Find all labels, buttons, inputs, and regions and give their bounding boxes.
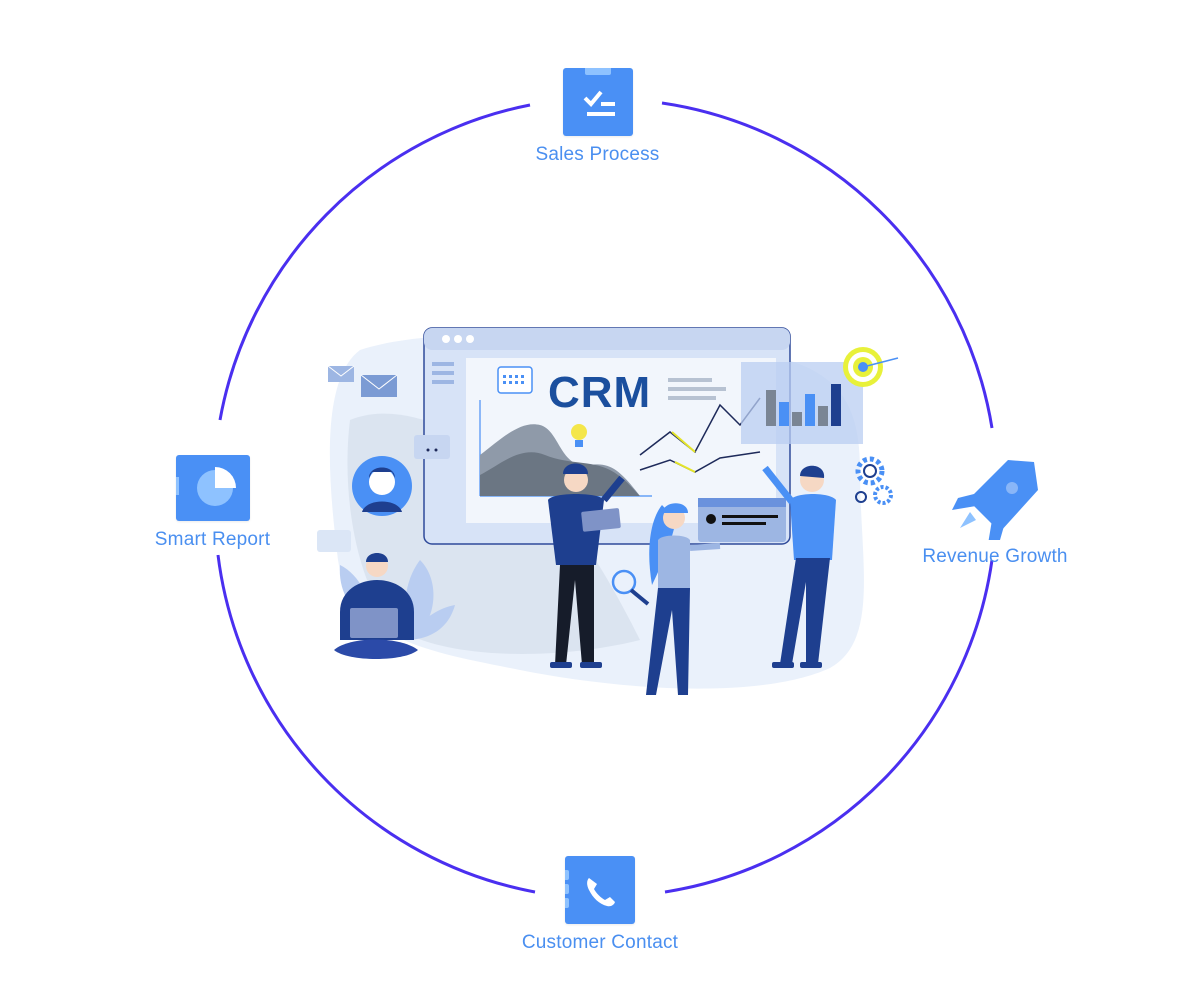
node-revenue-growth: Revenue Growth [915,460,1075,568]
calendar-grid [503,375,524,384]
chat-bubble [414,435,450,459]
person-torso [658,535,690,590]
ring-arc-top-left [218,103,531,421]
rocket-icon [950,460,1040,544]
envelope-icon [328,366,354,382]
ring-arc-bottom-left [216,554,536,894]
bar [831,384,841,426]
leaf [405,605,455,640]
window-dot [466,335,474,343]
tablet [581,508,621,532]
text-line [668,387,726,391]
window-dot [454,335,462,343]
chat-bubble [317,530,351,552]
ring-arc-bottom-right [664,559,994,894]
checklist-icon [562,68,633,136]
text-line [668,378,712,382]
line-series-yellow [671,431,696,453]
seated-person-legs [334,639,418,659]
node-label: Revenue Growth [922,546,1068,567]
window-dot [442,335,450,343]
phone-icon [565,856,635,924]
line-series-yellow-2 [674,461,696,473]
node-label: Sales Process [535,144,660,165]
bar [805,394,815,426]
gear-icon [873,485,893,505]
bar [766,390,776,426]
browser-topbar [424,328,790,350]
node-label: Customer Contact [521,932,679,953]
laptop [350,608,398,638]
sidebar-line [432,371,454,375]
crm-title: CRM [548,368,652,417]
magnifier-icon [611,569,637,595]
gear-icon [855,491,867,503]
bar [792,412,802,426]
sidebar-line [432,380,454,384]
profile-card [698,498,786,542]
bar-chart-panel [741,362,863,444]
envelope-icon [361,375,397,397]
person-legs [646,588,690,695]
pie-chart-icon [175,455,250,521]
node-smart-report: Smart Report [140,455,285,551]
text-line [668,396,716,400]
area-series-front [480,452,640,496]
node-label: Smart Report [154,529,271,550]
sidebar-line [432,362,454,366]
calendar-icon [497,366,533,394]
person-legs [555,565,594,665]
person-legs [780,558,830,664]
bar [779,402,789,426]
lightbulb-icon [571,424,587,440]
node-sales-process: Sales Process [520,68,675,166]
person-torso [790,494,836,560]
ring-arc-top-right [661,101,994,429]
bar [818,406,828,426]
gear-icon [855,456,885,486]
node-customer-contact: Customer Contact [510,856,690,954]
